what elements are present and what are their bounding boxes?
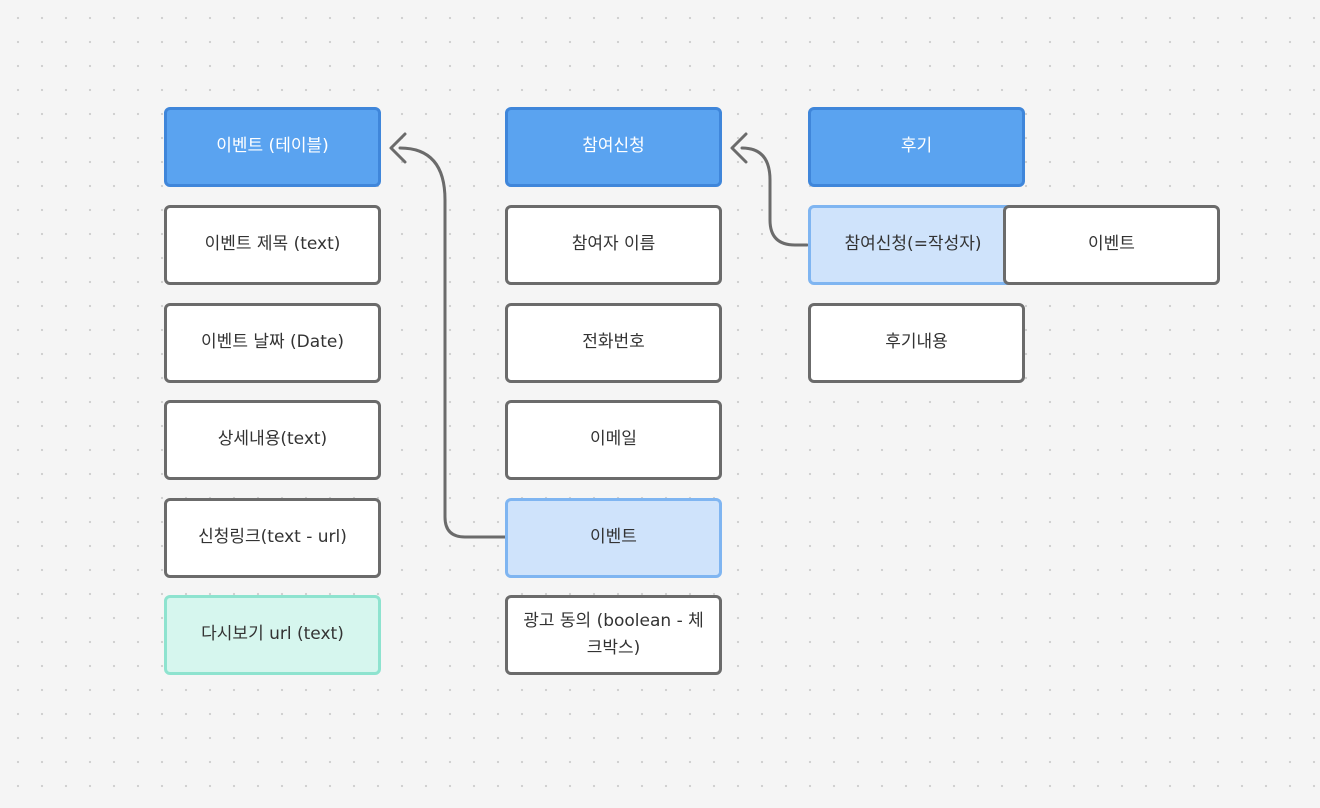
review-applicant-ref-field[interactable]: 참여신청(=작성자): [808, 205, 1018, 285]
review-table-header[interactable]: 후기: [808, 107, 1025, 187]
review-event-ref-field[interactable]: 이벤트: [1003, 205, 1220, 285]
application-table-header[interactable]: 참여신청: [505, 107, 722, 187]
event-detail-field[interactable]: 상세내용(text): [164, 400, 381, 480]
event-signup-link-field[interactable]: 신청링크(text - url): [164, 498, 381, 578]
participant-name-field[interactable]: 참여자 이름: [505, 205, 722, 285]
connector-event-to-event-table: [398, 146, 507, 539]
review-content-field[interactable]: 후기내용: [808, 303, 1025, 383]
connector-applicant-to-application-table: [740, 146, 809, 247]
arrowhead-event-table: [389, 132, 407, 164]
event-table-header[interactable]: 이벤트 (테이블): [164, 107, 381, 187]
event-date-field[interactable]: 이벤트 날짜 (Date): [164, 303, 381, 383]
arrowhead-application-table: [730, 132, 748, 164]
ad-consent-field[interactable]: 광고 동의 (boolean - 체크박스): [505, 595, 722, 675]
email-field[interactable]: 이메일: [505, 400, 722, 480]
phone-number-field[interactable]: 전화번호: [505, 303, 722, 383]
event-title-field[interactable]: 이벤트 제목 (text): [164, 205, 381, 285]
application-event-ref-field[interactable]: 이벤트: [505, 498, 722, 578]
event-replay-url-field[interactable]: 다시보기 url (text): [164, 595, 381, 675]
